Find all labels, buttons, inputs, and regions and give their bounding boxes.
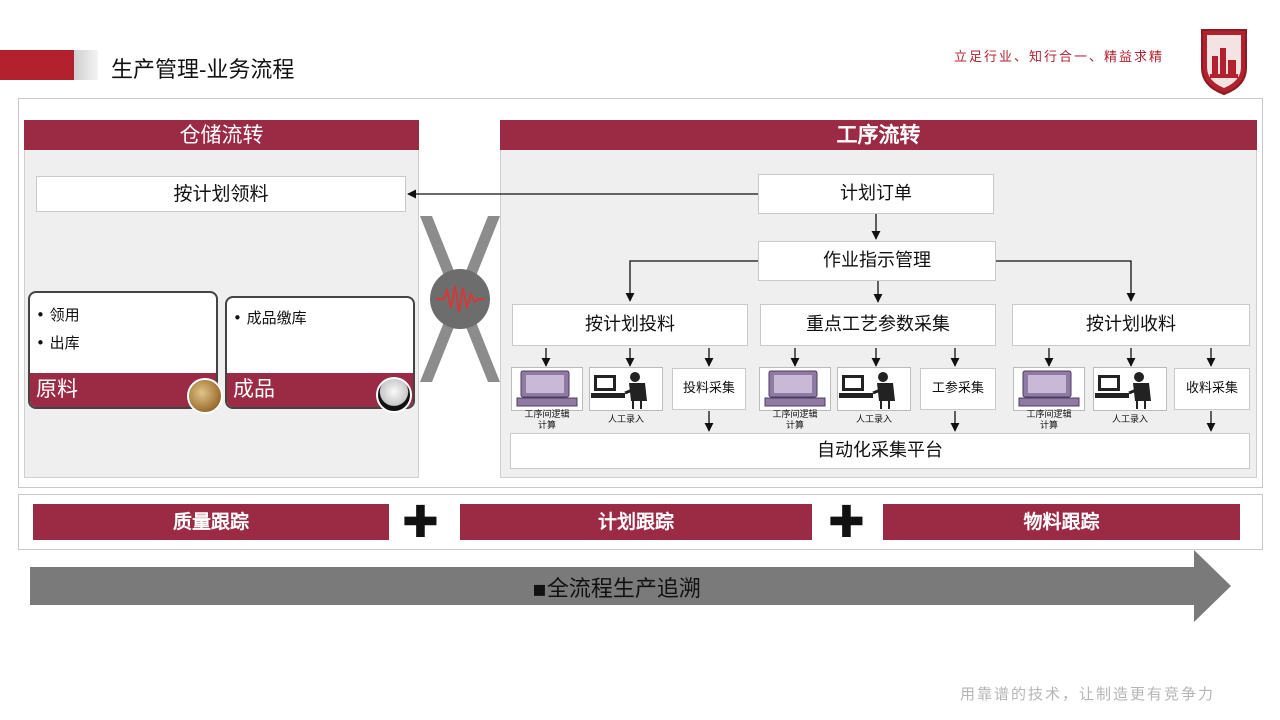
manual-entry-caption: 人工录入 bbox=[855, 415, 892, 425]
quality-tracking-bar: 质量跟踪 bbox=[33, 504, 389, 540]
header-gray-bar bbox=[74, 50, 98, 80]
receive-collect-box: 收料采集 bbox=[1174, 368, 1250, 410]
logic-calc-caption: 工序间逻辑计算 bbox=[524, 410, 570, 431]
process-collect-box: 工参采集 bbox=[920, 368, 996, 410]
plan-tracking-bar: 计划跟踪 bbox=[460, 504, 812, 540]
list-item: • 成品缴库 bbox=[233, 309, 307, 327]
page-title: 生产管理-业务流程 bbox=[111, 58, 295, 83]
trace-arrow-label: ▪全流程生产追溯 bbox=[532, 577, 701, 602]
raw-material-thumbnail bbox=[187, 378, 223, 414]
trace-arrow-shape bbox=[30, 550, 1231, 622]
receive-by-plan-box: 按计划领料 bbox=[36, 176, 406, 212]
operator-icon bbox=[1093, 367, 1167, 411]
company-logo-icon bbox=[1201, 29, 1247, 96]
list-item: • 领用 bbox=[36, 306, 80, 324]
collect-by-plan-box: 按计划收料 bbox=[1012, 304, 1250, 346]
operator-icon bbox=[837, 367, 911, 411]
warehouse-header: 仓储流转 bbox=[24, 120, 419, 150]
raw-material-label: 原料 bbox=[30, 373, 216, 407]
footer-tagline: 用靠谱的技术，让制造更有竞争力 bbox=[960, 685, 1216, 703]
slogan: 立足行业、知行合一、精益求精 bbox=[954, 50, 1165, 65]
manual-entry-caption: 人工录入 bbox=[607, 415, 644, 425]
feed-by-plan-box: 按计划投料 bbox=[512, 304, 748, 346]
finished-goods-thumbnail bbox=[376, 377, 412, 413]
logic-calc-caption: 工序间逻辑计算 bbox=[1026, 410, 1072, 431]
computer-icon bbox=[1013, 367, 1085, 411]
operator-icon bbox=[589, 367, 663, 411]
finished-goods-card: • 成品缴库 成品 bbox=[225, 296, 415, 409]
feed-collect-box: 投料采集 bbox=[672, 368, 746, 410]
logic-calc-caption: 工序间逻辑计算 bbox=[772, 410, 818, 431]
raw-material-card: • 领用 • 出库 原料 bbox=[28, 291, 218, 409]
auto-collect-platform-box: 自动化采集平台 bbox=[510, 433, 1250, 469]
list-item: • 出库 bbox=[36, 334, 80, 352]
plus-icon: ✚ bbox=[402, 497, 439, 548]
manual-entry-caption: 人工录入 bbox=[1111, 415, 1148, 425]
header-accent-bar bbox=[0, 50, 74, 80]
plus-icon: ✚ bbox=[828, 497, 865, 548]
plan-order-box: 计划订单 bbox=[758, 174, 994, 214]
computer-icon bbox=[759, 367, 831, 411]
material-tracking-bar: 物料跟踪 bbox=[883, 504, 1240, 540]
key-params-box: 重点工艺参数采集 bbox=[760, 304, 996, 346]
process-header: 工序流转 bbox=[500, 120, 1257, 150]
connector-hub bbox=[420, 216, 500, 382]
computer-icon bbox=[511, 367, 583, 411]
work-instruction-box: 作业指示管理 bbox=[758, 241, 996, 281]
